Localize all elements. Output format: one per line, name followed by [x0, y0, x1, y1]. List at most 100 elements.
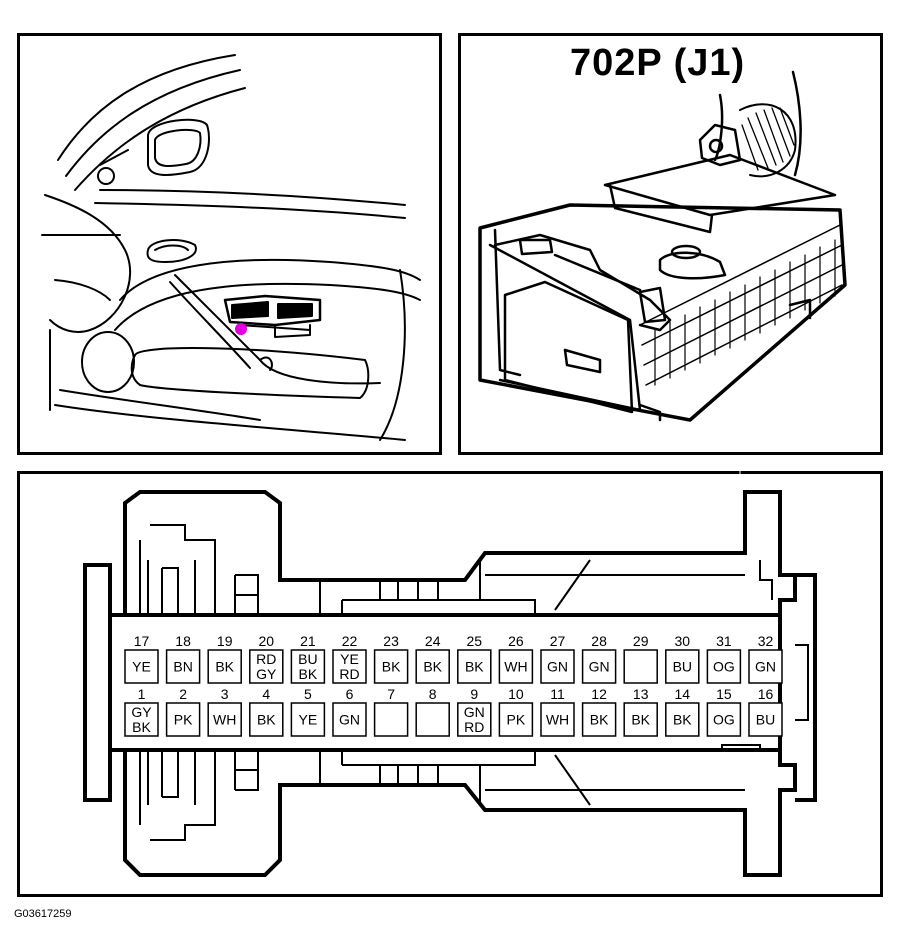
wire-color-label: BU — [756, 712, 775, 728]
pin-box — [457, 702, 492, 737]
wire-color-label: OG — [713, 712, 735, 728]
pin-number: 24 — [425, 633, 441, 649]
pin-box — [165, 649, 201, 684]
pin-box — [706, 649, 742, 684]
pin-cavity: 4BK — [249, 686, 284, 737]
door-location-drawing — [41, 54, 421, 441]
connector-3d-drawing — [478, 70, 847, 422]
wire-color-label: RD — [339, 666, 359, 682]
figure-code: G03617259 — [14, 908, 72, 920]
pin-number: 31 — [716, 633, 732, 649]
wire-color-label: GY — [256, 666, 277, 682]
pin-cavity: 5YE — [290, 686, 326, 737]
pin-number: 13 — [633, 686, 649, 702]
pin-cavity: 8 — [415, 686, 450, 737]
pin-box — [706, 702, 742, 737]
pin-number: 7 — [387, 686, 395, 702]
wire-color-label: GN — [547, 659, 568, 675]
pin-box — [373, 649, 409, 684]
pin-cavity: 3WH — [207, 686, 242, 737]
pin-number: 23 — [383, 633, 399, 649]
pin-box — [748, 649, 783, 684]
pin-box — [665, 702, 700, 737]
pin-cavity: 2PK — [165, 686, 201, 737]
wire-color-label: GN — [755, 659, 776, 675]
pin-box — [290, 702, 326, 737]
pin-box — [457, 649, 492, 684]
pin-grid: 17YE18BN19BK20RDGY21BUBK22YERD23BK24BK25… — [124, 633, 783, 737]
pin-number: 26 — [508, 633, 524, 649]
pin-box — [124, 702, 159, 737]
wire-color-label: WH — [213, 712, 236, 728]
pin-number: 27 — [550, 633, 566, 649]
location-view-panel — [17, 33, 442, 455]
wire-color-label: RD — [464, 719, 484, 735]
pin-box — [165, 702, 201, 737]
connector-title: 702P (J1) — [570, 42, 746, 84]
pin-number: 30 — [675, 633, 691, 649]
pin-number: 5 — [304, 686, 312, 702]
wire-color-label: GN — [464, 704, 485, 720]
wire-color-label: BK — [590, 712, 609, 728]
wire-color-label: BK — [382, 659, 401, 675]
pin-number: 12 — [591, 686, 607, 702]
wire-color-label: BK — [673, 712, 692, 728]
pin-box — [249, 649, 284, 684]
wire-color-label: GN — [589, 659, 610, 675]
pin-number: 22 — [342, 633, 358, 649]
wire-color-label: BK — [299, 666, 318, 682]
pin-number: 28 — [591, 633, 607, 649]
connector-view-panel — [458, 33, 883, 455]
pin-box — [665, 649, 700, 684]
wire-color-label: GY — [131, 704, 152, 720]
pin-box — [415, 649, 450, 684]
wire-color-label: BK — [132, 719, 151, 735]
pin-number: 20 — [259, 633, 275, 649]
wire-color-label: BK — [423, 659, 442, 675]
wire-color-label: PK — [507, 712, 526, 728]
wire-color-label: BK — [465, 659, 484, 675]
pin-number: 8 — [429, 686, 437, 702]
wire-color-label: YE — [340, 651, 359, 667]
pinout-view-panel — [17, 471, 883, 897]
pin-number: 29 — [633, 633, 649, 649]
wire-color-label: WH — [504, 659, 527, 675]
wire-color-label: PK — [174, 712, 193, 728]
wire-color-label: RD — [256, 651, 276, 667]
pin-box — [581, 702, 617, 737]
pin-number: 19 — [217, 633, 233, 649]
connector-location-marker — [235, 323, 247, 335]
pin-box — [581, 649, 617, 684]
pin-box — [332, 702, 367, 737]
wire-color-label: BK — [631, 712, 650, 728]
wire-color-label: BK — [257, 712, 276, 728]
pin-cavity: 6GN — [332, 686, 367, 737]
pin-box — [498, 649, 534, 684]
pin-number: 17 — [134, 633, 150, 649]
connector-face-outline — [83, 470, 817, 877]
wire-color-label: WH — [546, 712, 569, 728]
pin-number: 2 — [179, 686, 187, 702]
pin-number: 18 — [175, 633, 191, 649]
pin-cavity: 29 — [623, 633, 658, 684]
pin-box — [373, 702, 409, 737]
